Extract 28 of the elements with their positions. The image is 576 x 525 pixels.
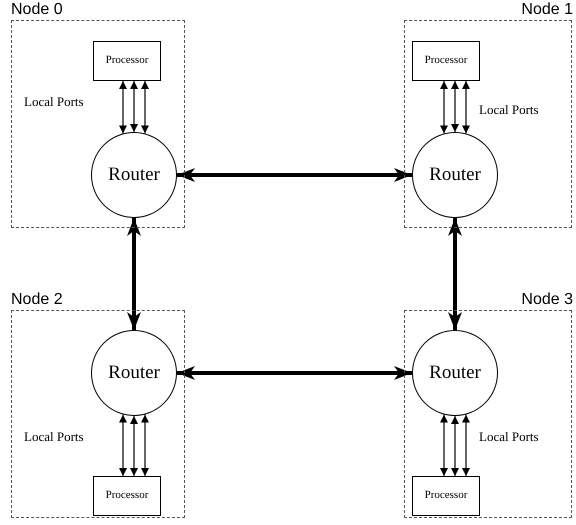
port-label: Local Ports — [479, 102, 539, 118]
node-title: Node 1 — [521, 1, 573, 19]
port-arrow — [462, 414, 470, 476]
port-arrow — [119, 414, 127, 476]
port-arrow — [130, 416, 138, 476]
port-arrow — [462, 81, 470, 134]
port-arrow — [451, 81, 459, 132]
port-arrow — [440, 81, 448, 134]
port-arrow — [451, 416, 459, 476]
port-arrow — [119, 81, 127, 134]
node-title: Node 3 — [521, 291, 573, 309]
processor-box: Processor — [93, 476, 161, 516]
node-title: Node 2 — [11, 291, 63, 309]
processor-box: Processor — [93, 41, 161, 81]
link-arrow — [127, 218, 141, 330]
port-arrow — [141, 414, 149, 476]
link-arrow — [177, 366, 412, 380]
node-title: Node 0 — [11, 1, 63, 19]
port-arrow — [141, 81, 149, 134]
link-arrow — [448, 218, 462, 330]
link-arrow — [177, 168, 412, 182]
port-label: Local Ports — [24, 94, 84, 110]
processor-box: Processor — [412, 41, 480, 81]
port-label: Local Ports — [24, 429, 84, 445]
port-arrow — [440, 414, 448, 476]
port-arrow — [130, 81, 138, 132]
port-label: Local Ports — [479, 429, 539, 445]
processor-box: Processor — [412, 476, 480, 516]
